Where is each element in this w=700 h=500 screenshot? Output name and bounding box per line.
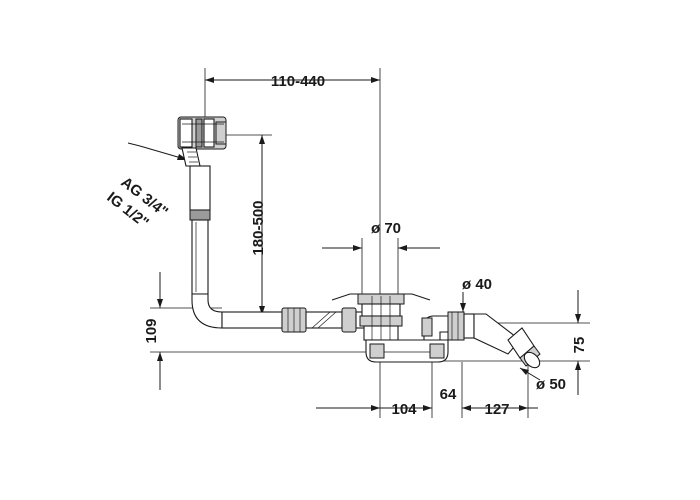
trap (365, 315, 451, 363)
dimension-overflow-horizontal: 110-440 (204, 68, 381, 300)
label-dist-trap-center: 64 (440, 386, 457, 403)
connecting-pipe (221, 307, 367, 333)
label-overflow-horizontal: 110-440 (271, 73, 325, 90)
overflow-pipe (189, 165, 223, 329)
label-trap-outlet-diameter: ø 40 (462, 276, 492, 293)
label-dist-drain-trap: 104 (391, 401, 417, 418)
dimension-drain-diameter: ø 70 (322, 220, 440, 295)
label-drain-diameter: ø 70 (371, 220, 401, 237)
dimension-drain-height: 109 (143, 272, 376, 390)
outlet-elbow (447, 311, 541, 369)
dimension-outlet-height: 75 (430, 290, 590, 395)
dimension-overflow-vertical: 180-500 (215, 134, 272, 315)
dimension-trap-outlet-diameter: ø 40 (460, 276, 492, 312)
dimension-outlet-pipe-diameter: ø 50 (519, 367, 566, 393)
label-outlet-pipe-diameter: ø 50 (536, 376, 566, 393)
thread-callout: AG 3/4" IG 1/2" (104, 142, 189, 232)
label-dist-trap-outlet: 127 (484, 401, 509, 418)
label-overflow-vertical: 180-500 (250, 200, 267, 255)
label-outlet-height: 75 (571, 337, 588, 354)
dimension-bottom-chain: 104 64 127 (316, 362, 538, 418)
overflow-head (177, 116, 227, 167)
label-drain-height: 109 (143, 318, 160, 343)
